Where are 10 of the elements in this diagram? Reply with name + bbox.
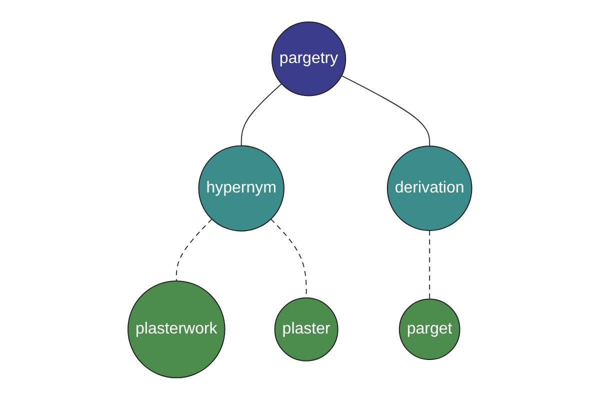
node-circle: parget <box>399 298 460 360</box>
connector <box>176 218 212 282</box>
connector <box>240 83 282 146</box>
node-circle: plaster <box>274 297 338 362</box>
node-circle: hypernym <box>198 145 285 232</box>
node-circle: plasterwork <box>128 280 226 378</box>
node-circle: pargetry <box>272 22 346 96</box>
connector <box>429 230 430 300</box>
connector <box>341 75 430 147</box>
node-circle: derivation <box>387 146 472 232</box>
